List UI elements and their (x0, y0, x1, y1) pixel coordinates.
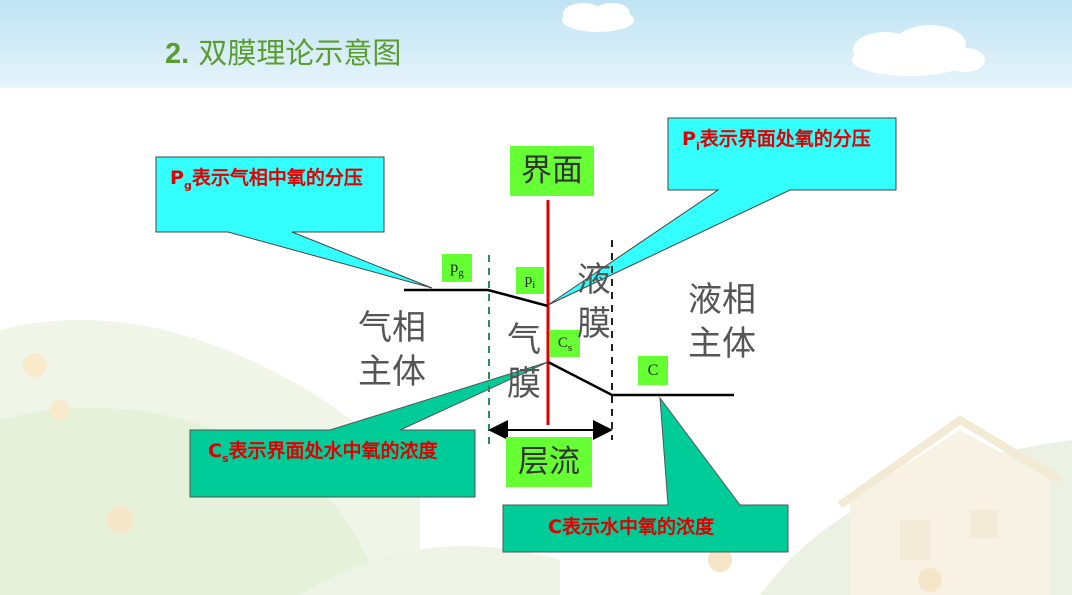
callout-pg-text: Pg表示气相中氧的分压 (170, 167, 363, 192)
cloud-right (852, 25, 985, 76)
callout-c-text: C表示水中氧的浓度 (548, 516, 714, 538)
callout-cs-shape (189, 361, 549, 498)
slide-title: 2. 双膜理论示意图 (165, 30, 401, 72)
gas-partial-pressure-profile (404, 288, 549, 308)
cloud-top (562, 3, 634, 32)
callout-pi-shape (547, 117, 897, 306)
box-c: C (638, 356, 668, 385)
callout-cs-text: Cs表示界面处水中氧的浓度 (208, 440, 438, 465)
box-pi: pi (516, 267, 544, 294)
title-number: 2. (165, 38, 190, 70)
callout-c-shape (502, 396, 789, 553)
box-cs: Cs (550, 330, 580, 357)
gas-film-label: 气 膜 (507, 320, 541, 404)
interface-label: 界面 (510, 146, 594, 196)
gas-bulk-label: 气相 主体 (358, 308, 426, 392)
liquid-bulk-label: 液相 主体 (688, 280, 756, 364)
box-pg: pg (442, 254, 472, 282)
title-text: 双膜理论示意图 (198, 36, 402, 70)
liquid-film-label: 液 膜 (577, 260, 611, 344)
laminar-label: 层流 (506, 437, 592, 487)
callout-pg-shape (155, 156, 433, 289)
callout-pi-text: Pi表示界面处氧的分压 (682, 128, 871, 153)
liquid-concentration-profile (547, 360, 734, 397)
